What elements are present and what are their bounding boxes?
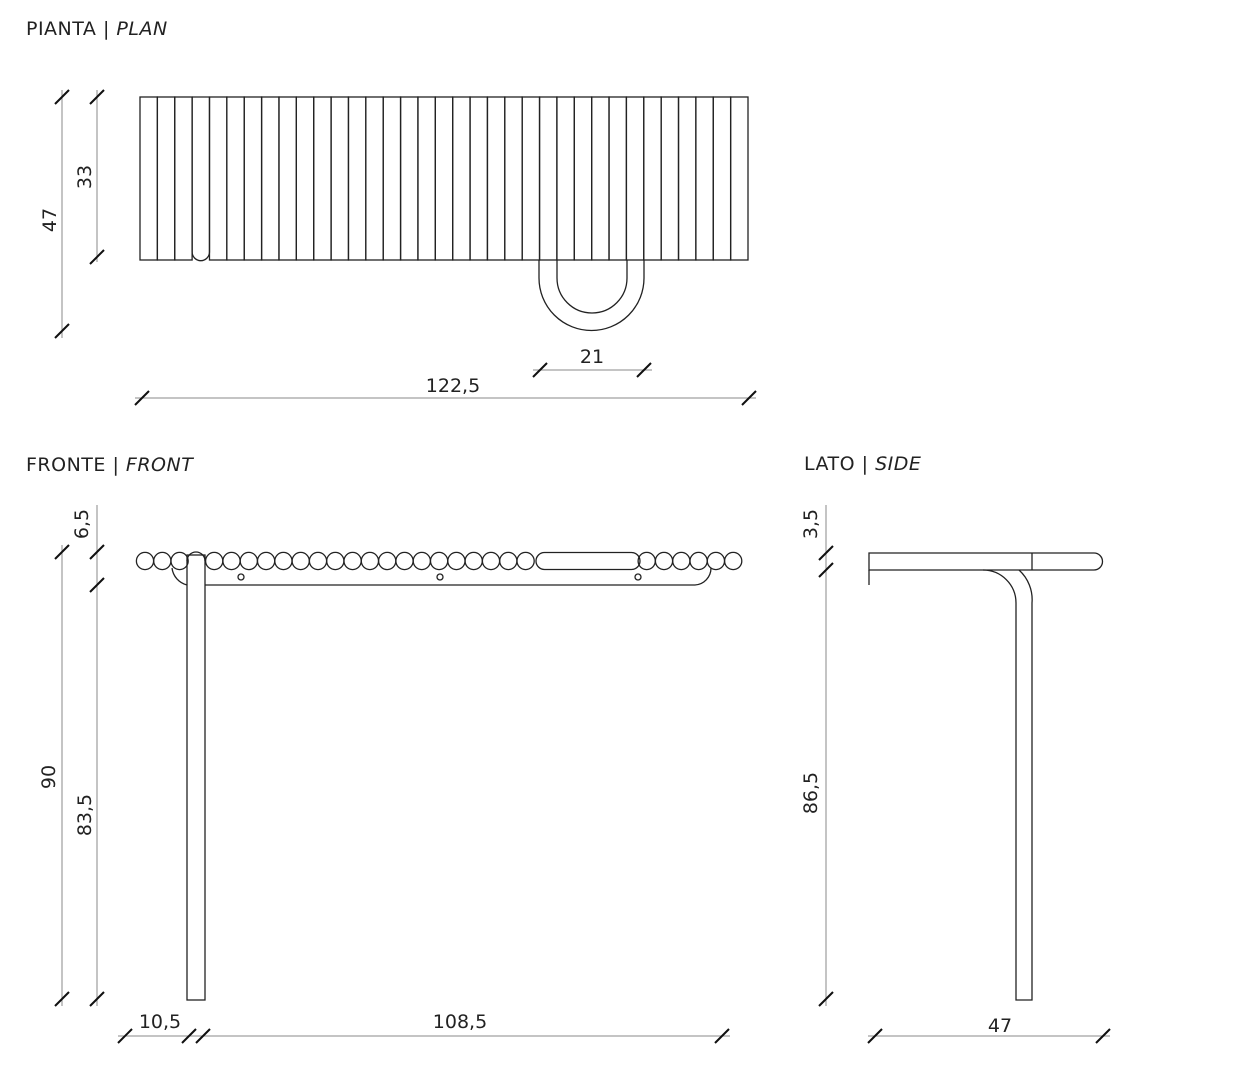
front-slat-end [654,551,674,571]
plan-slat [695,96,714,261]
plan-dimensions: 47 33 122,5 21 [39,89,757,406]
front-slat-end [464,551,483,571]
plan-slat [504,96,523,261]
plan-title: PIANTA | PLAN [26,18,168,40]
plan-slat [382,96,402,261]
plan-dim-u-width: 21 [580,346,604,368]
front-slat-end [499,551,518,571]
plan-slat [295,96,315,261]
plan-slat [556,96,575,261]
plan-slat [573,96,593,261]
plan-u-outer [538,260,645,332]
plan-slat [677,96,697,261]
front-slat-end [360,551,380,571]
plan-dim-width-total: 122,5 [426,375,480,397]
plan-slat [330,96,350,261]
side-dim-depth: 47 [988,1015,1012,1037]
plan-slat [538,96,558,261]
front-slat-end [239,551,259,571]
side-leg [982,569,1033,1001]
front-dim-height-total: 90 [38,765,60,789]
plan-slat [521,96,541,261]
screw-icon [436,573,444,581]
plan-slat [399,96,419,261]
plan-slat [208,96,228,261]
front-leg-curve [171,567,188,586]
front-slat-end [326,551,345,571]
front-slat-end [153,551,172,571]
front-slat-end [706,551,726,571]
plan-slat [608,96,628,261]
front-handle [535,551,641,571]
front-slat-end [447,551,466,571]
front-slat-end [377,551,397,571]
plan-slat [417,96,436,261]
front-slat-end [672,551,691,571]
plan-slat [243,96,263,261]
side-view [868,552,1104,1001]
side-title: LATO | SIDE [804,453,921,475]
plan-slat [591,96,610,261]
front-slat-end [412,551,432,571]
front-slat-end [222,551,241,571]
plan-view [139,96,749,332]
front-dim-span: 108,5 [433,1011,487,1033]
plan-slat [156,96,176,261]
plan-dim-depth-total: 47 [39,208,61,232]
plan-slat [452,96,471,261]
front-dim-offset: 10,5 [139,1011,181,1033]
front-slat-end [481,551,501,571]
front-leg [186,554,206,1001]
plan-dim-depth-top: 33 [74,165,96,189]
side-dimensions: 3,5 86,5 47 [800,505,1111,1044]
plan-slat [260,96,280,261]
plan-slat [712,96,732,261]
front-slat-end [429,551,449,571]
plan-slat [174,96,193,261]
front-slat-end [308,551,328,571]
front-slat-end [395,551,414,571]
plan-slat [486,96,506,261]
plan-u-inner [556,260,628,314]
plan-slat [139,96,159,261]
plan-slat [660,96,680,261]
plan-slat [434,96,454,261]
front-slat-end [723,551,743,571]
plan-slat [643,96,662,261]
plan-slat [729,96,749,261]
front-slat-end [637,551,656,571]
front-slat-end [516,551,535,571]
front-title: FRONTE | FRONT [26,454,194,476]
plan-slat [365,96,384,261]
plan-leg-slat [191,97,211,262]
side-dim-leg-height: 86,5 [800,772,822,814]
front-dimensions: 6,5 90 83,5 10,5 108,5 [38,505,730,1044]
screw-icon [237,573,245,581]
plan-slat [469,96,489,261]
plan-slat [278,96,297,261]
plan-slat [226,96,245,261]
front-apron [205,567,712,586]
side-top [868,552,1104,571]
front-slat-end [343,551,362,571]
side-dim-top: 3,5 [800,509,822,539]
front-slat-end [689,551,708,571]
front-dim-leg-height: 83,5 [74,794,96,836]
plan-slat [347,96,367,261]
front-slat-end [204,551,224,571]
front-leg-top [186,551,206,562]
front-slat-end [274,551,293,571]
screw-icon [634,573,642,581]
front-slat-end [135,551,155,571]
front-view [135,551,743,1001]
front-slat-end [291,551,310,571]
front-dim-top: 6,5 [71,509,93,539]
front-slat-end [256,551,276,571]
plan-slat [313,96,332,261]
front-slat-end [170,551,189,571]
plan-slat [625,96,645,261]
